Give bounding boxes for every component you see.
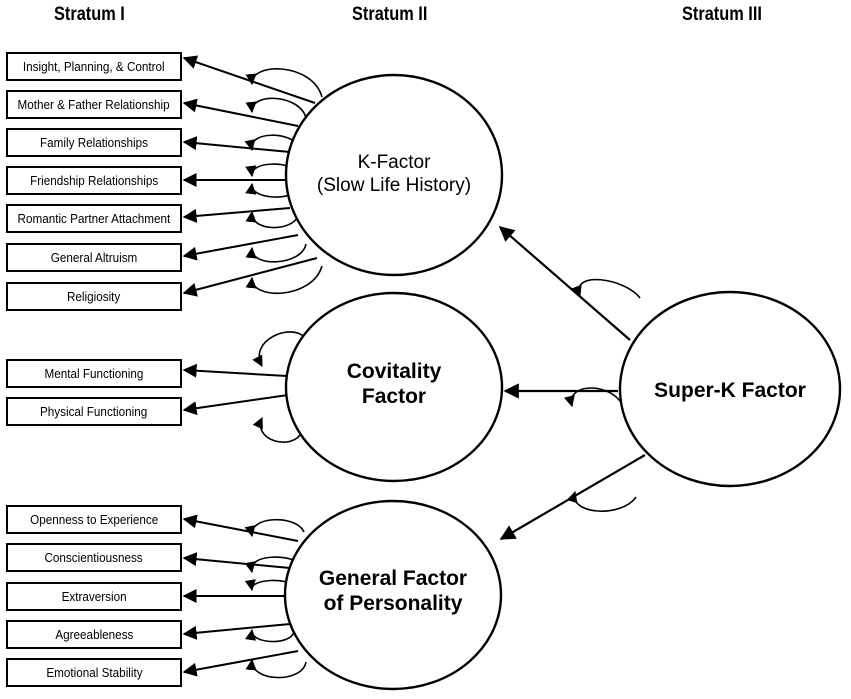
indicator-box-emotional-stability: Emotional Stability: [6, 658, 182, 687]
superk-label: Super-K Factor: [630, 378, 830, 403]
covitality-label-line1: Covitality: [346, 360, 442, 383]
kfactor-loading-arrow: [182, 207, 291, 223]
covitality-loading-arrow: [182, 394, 289, 416]
indicator-box-religiosity: Religiosity: [6, 282, 182, 311]
personality-loading-arrow: [182, 623, 291, 640]
kfactor-label-line1: K-Factor: [357, 152, 431, 173]
indicator-box-parent-relationship: Mother & Father Relationship: [6, 90, 182, 119]
indicator-box-mental-functioning: Mental Functioning: [6, 359, 182, 388]
personality-circle: [283, 499, 503, 691]
kfactor-label-line2: (Slow Life History): [316, 174, 472, 196]
stratum-1-heading: Stratum I: [54, 4, 125, 25]
personality-loadings: [182, 514, 299, 677]
kfactor-loading-arrow: [182, 257, 318, 297]
personality-label: General Factor of Personality: [293, 566, 493, 616]
superk-to-kfactor-arrow: [498, 225, 631, 341]
kfactor-circle: [284, 73, 504, 277]
superk-label-line1: Super-K Factor: [654, 379, 806, 402]
indicator-box-physical-functioning: Physical Functioning: [6, 397, 182, 426]
kfactor-residual-loops: [244, 68, 323, 295]
stratum-3-heading: Stratum III: [682, 4, 762, 25]
superk-circle: [618, 290, 842, 488]
superk-to-personality-arrow: [499, 454, 646, 540]
indicator-box-insight: Insight, Planning, & Control: [6, 52, 182, 81]
stratum-2-heading: Stratum II: [352, 4, 428, 25]
personality-loading-arrow: [182, 650, 299, 677]
residual-loop-personality: [566, 490, 637, 512]
personality-residual-loops: [244, 518, 307, 679]
residual-loop-covitality: [563, 387, 621, 408]
indicator-box-family-relationships: Family Relationships: [6, 128, 182, 157]
indicator-box-romantic-attachment: Romantic Partner Attachment: [6, 204, 182, 233]
indicator-box-conscientiousness: Conscientiousness: [6, 543, 182, 572]
covitality-label-line2: Factor: [361, 385, 427, 409]
personality-label-line2: of Personality: [323, 592, 463, 616]
indicator-box-general-altruism: General Altruism: [6, 243, 182, 272]
residual-loop-kfactor: [571, 278, 641, 299]
covitality-loading-arrow: [182, 363, 288, 378]
personality-loading-arrow: [182, 552, 291, 569]
indicator-box-openness: Openness to Experience: [6, 505, 182, 534]
kfactor-loading-arrow: [182, 55, 316, 104]
covitality-loadings: [182, 363, 289, 416]
covitality-circle: [284, 291, 504, 483]
personality-label-line1: General Factor: [318, 567, 468, 590]
covitality-residual-loops: [252, 331, 306, 443]
indicator-box-friendship-relationships: Friendship Relationships: [6, 166, 182, 195]
covitality-label: Covitality Factor: [294, 359, 494, 409]
kfactor-label: K-Factor (Slow Life History): [294, 152, 494, 198]
kfactor-loading-arrow: [182, 234, 299, 261]
kfactor-loading-arrow: [182, 136, 291, 153]
indicator-box-extraversion: Extraversion: [6, 582, 182, 611]
kfactor-loading-arrow: [182, 98, 299, 127]
indicator-box-agreeableness: Agreeableness: [6, 620, 182, 649]
personality-loading-arrow: [182, 514, 299, 542]
